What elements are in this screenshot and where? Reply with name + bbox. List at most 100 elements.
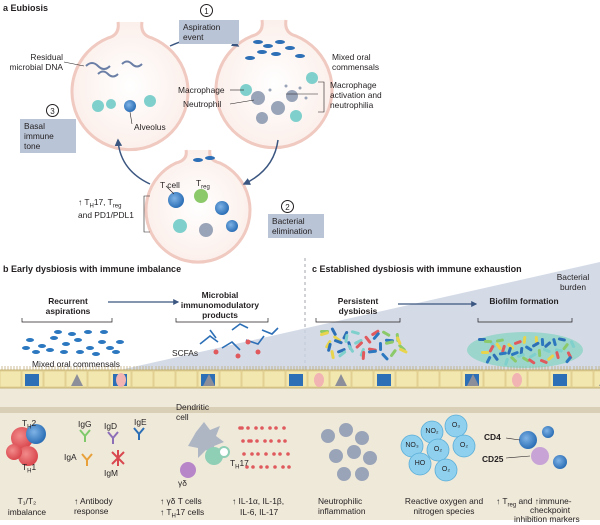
th17-rest: 17, T: [93, 197, 113, 207]
igg-label: IgG: [78, 419, 92, 429]
macrophage-cell: [92, 95, 156, 112]
epithelium-strip: [0, 262, 600, 520]
biofilm-bacterium: [540, 338, 545, 347]
neuroendocrine-cell: [467, 374, 479, 386]
ros-bubble: [434, 458, 458, 482]
th17b-rest: 17: [239, 458, 249, 468]
biofilm-bacterium: [492, 353, 499, 361]
mixed-oral-commensals-label: Mixed oral commensals: [332, 52, 380, 72]
neutrophil-cell: [251, 90, 298, 124]
cd25-label: CD25: [482, 454, 504, 464]
treg-cap-rest: and ↑immune-: [516, 496, 572, 506]
bacterium: [347, 344, 354, 353]
immune-cell: [314, 373, 324, 387]
commensal-bacterium: [62, 342, 70, 346]
commensal-bacterium: [98, 340, 106, 344]
treg-cell: [194, 189, 208, 203]
biofilm-bacterium: [528, 358, 536, 365]
bacterium: [344, 333, 349, 343]
cytokine-dot: [268, 426, 272, 430]
cytokine-dot: [245, 465, 249, 469]
panel-b-letter: b: [3, 264, 9, 274]
bacterium: [378, 342, 383, 352]
th17-treg-line: ↑ TH17, Treg: [78, 197, 121, 210]
commensal-bacterium: [54, 330, 62, 334]
bacterium: [333, 339, 343, 345]
biofilm-bacterium: [483, 339, 492, 344]
biofilm: [467, 332, 583, 368]
th1-sub: H: [27, 468, 32, 475]
bacterium: [338, 350, 347, 358]
neutrophilic-caption: Neutrophilic inflammation: [318, 496, 366, 516]
cytokine-dot: [283, 439, 287, 443]
residual-dna-label: Residual microbial DNA: [9, 52, 63, 72]
neutrophil-cell: [339, 423, 353, 437]
commensal-bacterium: [26, 338, 34, 342]
biofilm-bacterium: [532, 341, 540, 348]
th17-cell-label: TH17: [230, 458, 249, 471]
th1-label: TH1: [22, 462, 37, 475]
cytokine-dot: [251, 465, 255, 469]
treg-cap-main: ↑ T: [496, 496, 508, 506]
biofilm-bacterium: [552, 338, 557, 347]
biofilm-bacterium: [569, 340, 576, 348]
biofilm-bacterium: [544, 341, 552, 348]
scfas-label: SCFAs: [172, 348, 199, 358]
ros-label: HO: [414, 460, 426, 467]
persistent-dysbiosis-label: Persistent dysbiosis: [337, 296, 379, 316]
t-cell-label: T cell: [160, 180, 180, 190]
panel-c-letter: c: [312, 264, 318, 274]
panel-a-title: Eubiosis: [10, 3, 49, 13]
neutrophil-label: Neutrophil: [183, 99, 222, 109]
commensal-bacterium: [106, 346, 114, 350]
t-cell: [168, 192, 184, 208]
iga-label: IgA: [64, 452, 77, 462]
biofilm-bacterium: [504, 357, 509, 366]
th17-t: T: [84, 197, 90, 207]
cytokine-dot: [259, 465, 263, 469]
th-cells: [6, 424, 46, 466]
commensal-bacterium: [116, 340, 124, 344]
bacterium: [399, 347, 408, 354]
biofilm-formation-label: Biofilm formation: [489, 296, 559, 306]
biofilm-bacterium: [485, 356, 492, 364]
biofilm-bacterium: [507, 346, 512, 355]
cytokine-dot: [265, 465, 269, 469]
ros-bubbles: [400, 414, 476, 482]
alveolus-label: Alveolus: [134, 122, 166, 132]
bacterium: [371, 329, 380, 336]
cytokine-dot: [281, 465, 285, 469]
cytokine-dot: [269, 439, 273, 443]
th17c-rest: 17 cells: [175, 507, 205, 517]
bacterium: [381, 353, 389, 361]
pd1-line: and PD1/PDL1: [78, 210, 134, 220]
cytokine-dot: [255, 439, 259, 443]
commensal-bacterium: [100, 330, 108, 334]
biofilm-bacterium: [539, 359, 548, 364]
bacterium: [396, 336, 402, 345]
cytokine-dot: [250, 452, 254, 456]
th1-rest: 1: [31, 462, 37, 472]
th17b-sub: H: [235, 464, 240, 471]
cytokine-dot: [241, 439, 245, 443]
th17c-sub: H: [171, 513, 176, 520]
imbalance-caption: imbalance: [7, 507, 47, 517]
bacterium: [337, 348, 346, 354]
commensal-bacterium: [32, 350, 40, 354]
bacterium: [367, 349, 377, 354]
neuroendocrine-cell: [203, 374, 215, 386]
bacterium: [330, 350, 335, 360]
biofilm-bacterium: [525, 345, 533, 352]
th1-th2-caption: T₁/T₂: [17, 496, 37, 506]
biofilm-bacterium: [498, 351, 507, 356]
cytokine-dot: [242, 452, 246, 456]
step-3-number: 3: [46, 104, 59, 117]
step-2-box: Bacterial elimination: [268, 214, 324, 238]
commensal-bacterium: [50, 336, 58, 340]
biofilm-bacterium: [529, 352, 537, 359]
biofilm-bacterium: [516, 353, 525, 358]
biofilm-bacterium: [480, 350, 489, 355]
cytokine-dot: [273, 465, 277, 469]
antibodies: [79, 427, 145, 466]
